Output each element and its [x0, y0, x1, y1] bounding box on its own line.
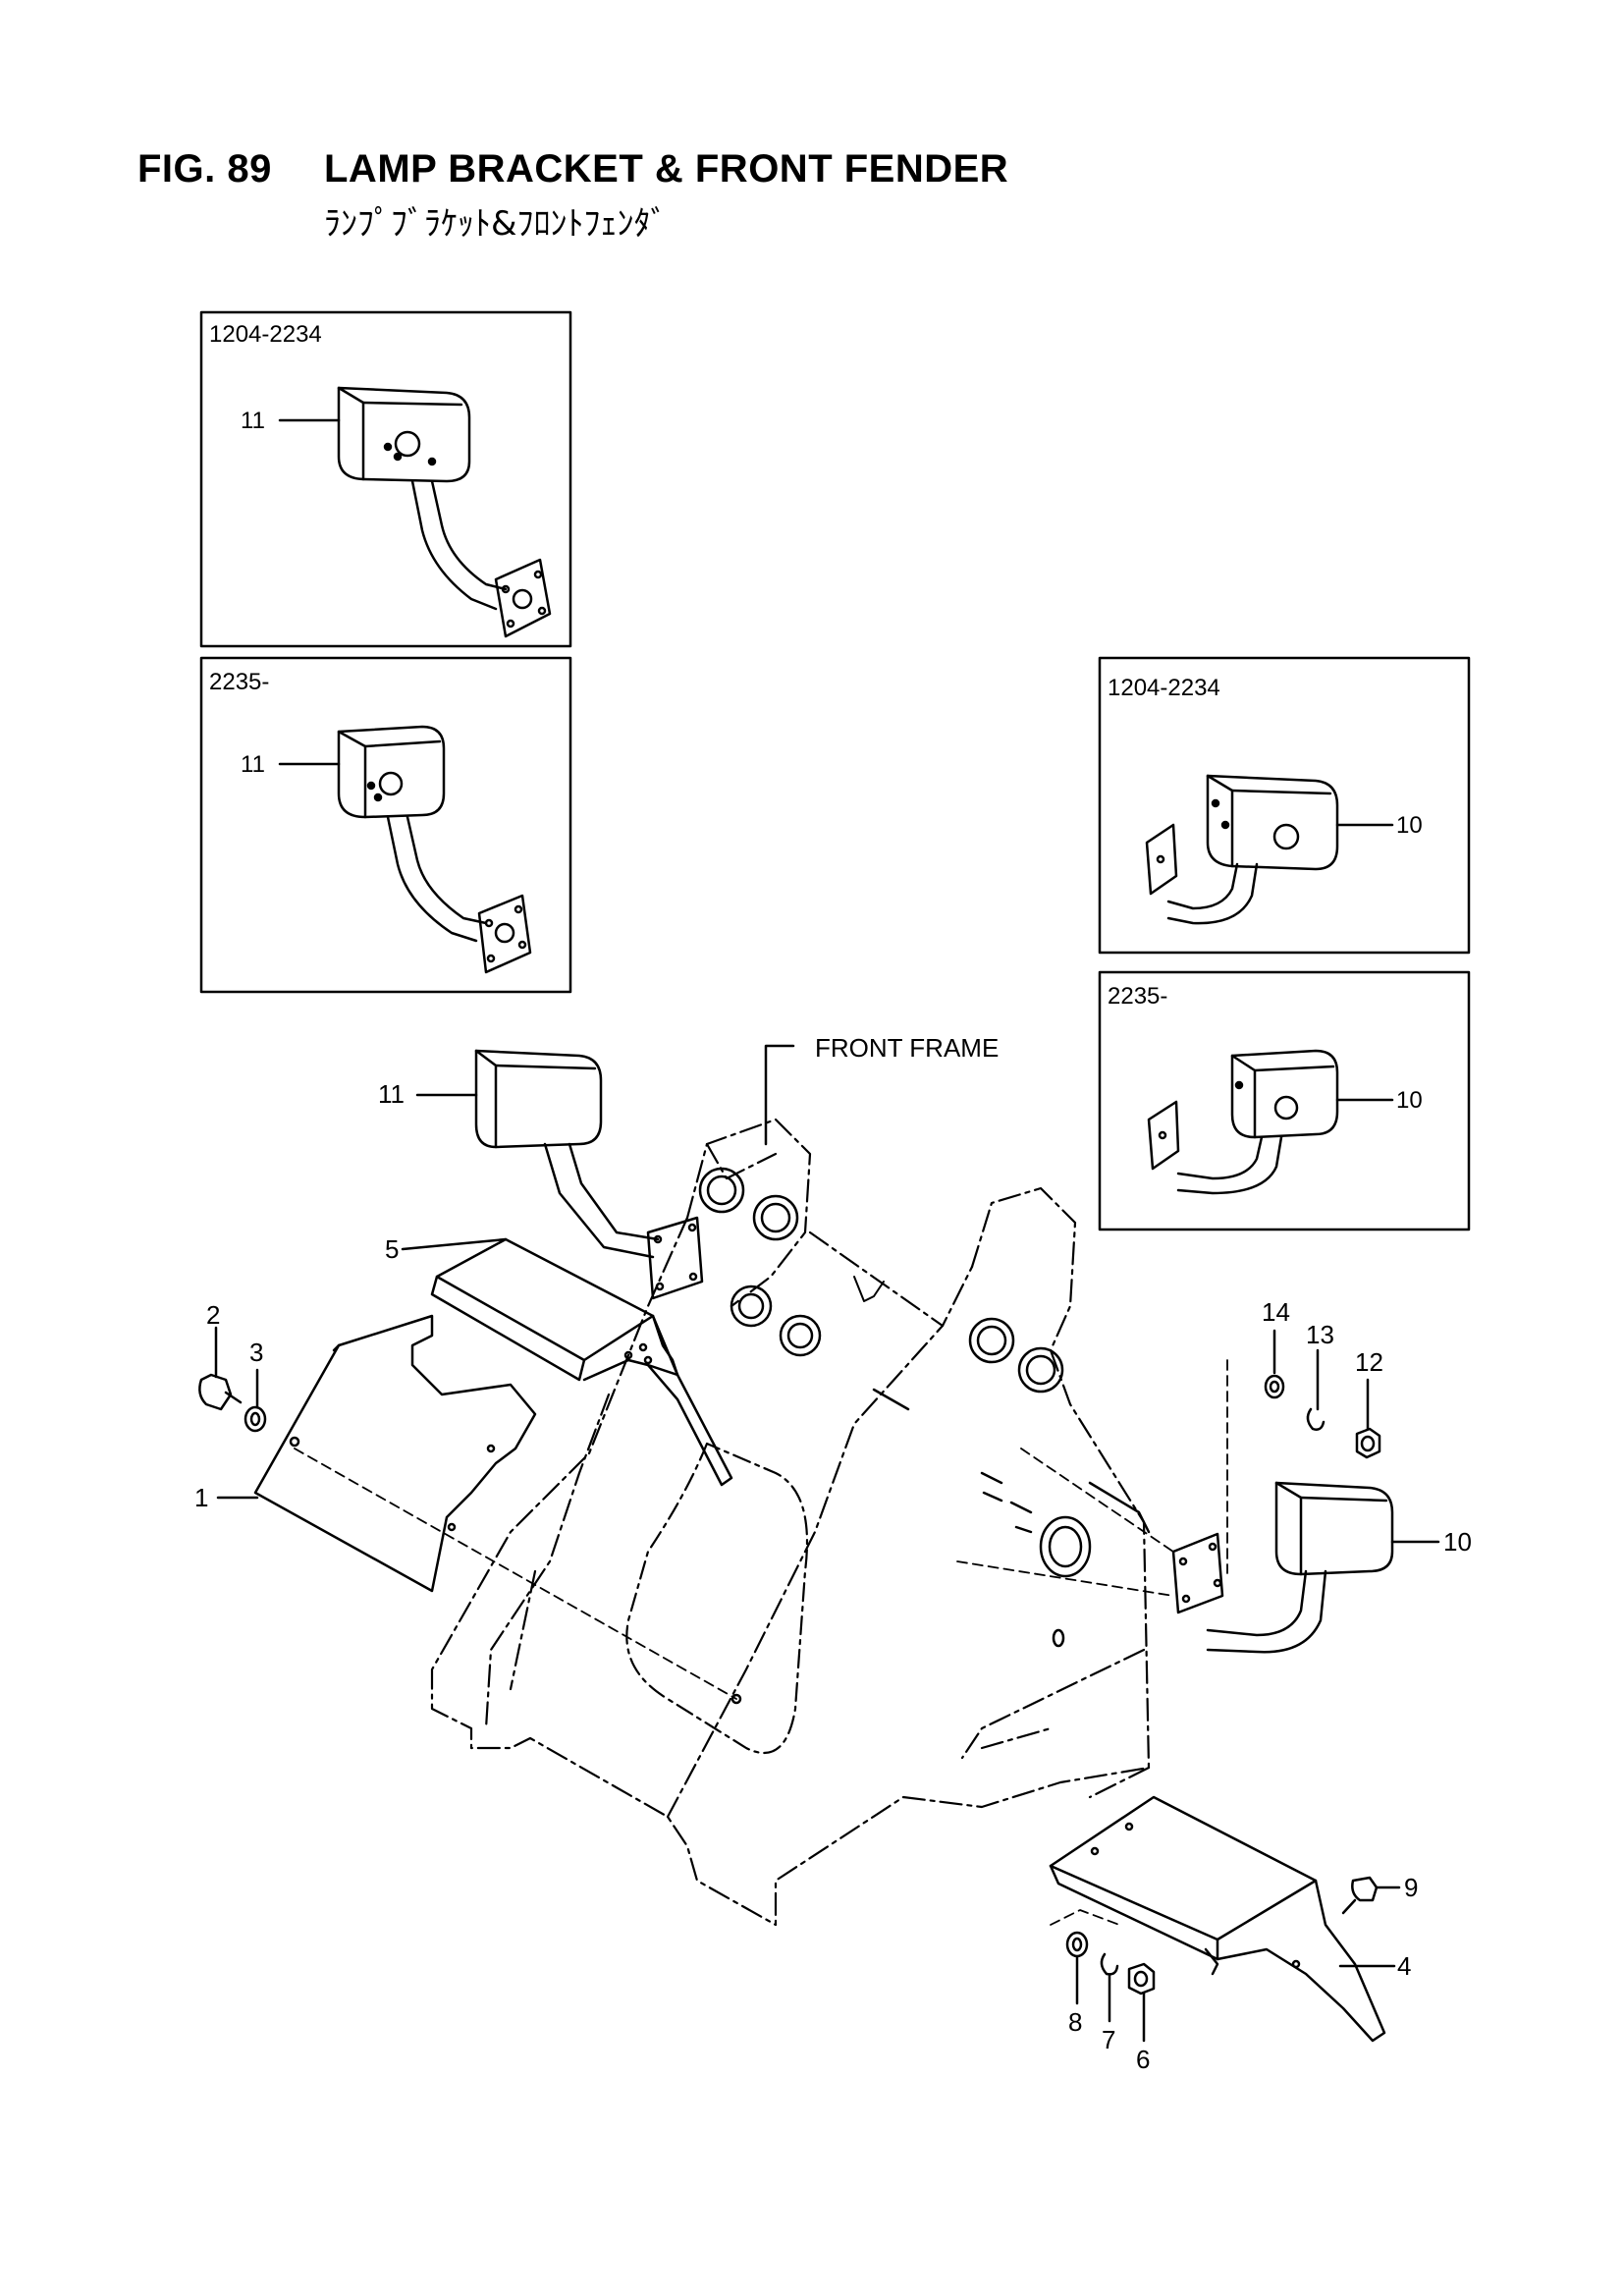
inset-right-2235: 2235- 10	[1098, 970, 1471, 1231]
inset-serial-range: 2235-	[1108, 983, 1167, 1010]
callout-11: 11	[378, 1079, 405, 1109]
figure-title-japanese: ﾗﾝﾌﾟﾌﾞﾗｹｯﾄ&ﾌﾛﾝﾄﾌｪﾝﾀﾞ	[324, 204, 668, 244]
callout-11: 11	[241, 408, 265, 434]
callout-3: 3	[249, 1338, 263, 1367]
inset-left-1204-2234: 1204-2234 11	[199, 310, 572, 648]
inset-right-1204-2234: 1204-2234 10	[1098, 656, 1471, 955]
callout-13: 13	[1306, 1320, 1334, 1349]
callout-10: 10	[1396, 812, 1423, 839]
callout-5: 5	[385, 1234, 399, 1264]
inset-frame	[199, 656, 572, 994]
inset-frame	[1098, 970, 1471, 1231]
callout-leaders: FRONT FRAME 11 5 2 3 1 14 13 12 10 9 4 8…	[194, 1033, 1472, 2074]
callout-11: 11	[241, 751, 265, 778]
figure-number: FIG. 89	[137, 147, 272, 191]
inset-serial-range: 1204-2234	[1108, 675, 1220, 701]
callout-9: 9	[1404, 1873, 1418, 1902]
inset-left-2235: 2235- 11	[199, 656, 572, 994]
callout-4: 4	[1397, 1951, 1411, 1981]
callout-7: 7	[1102, 2025, 1115, 2054]
figure-title: LAMP BRACKET & FRONT FENDER	[324, 147, 1009, 191]
callout-12: 12	[1355, 1347, 1383, 1377]
callout-14: 14	[1262, 1297, 1290, 1327]
inset-frame	[1098, 656, 1471, 955]
callout-8: 8	[1068, 2007, 1082, 2037]
front-frame-assembly	[198, 1049, 1394, 2043]
callout-10: 10	[1443, 1527, 1472, 1557]
inset-serial-range: 1204-2234	[209, 321, 322, 348]
callout-6: 6	[1136, 2045, 1150, 2074]
callout-1: 1	[194, 1483, 208, 1512]
callout-10: 10	[1396, 1087, 1423, 1114]
callout-2: 2	[206, 1300, 220, 1330]
inset-frame	[199, 310, 572, 648]
inset-serial-range: 2235-	[209, 669, 269, 695]
front-frame-label: FRONT FRAME	[815, 1033, 999, 1063]
